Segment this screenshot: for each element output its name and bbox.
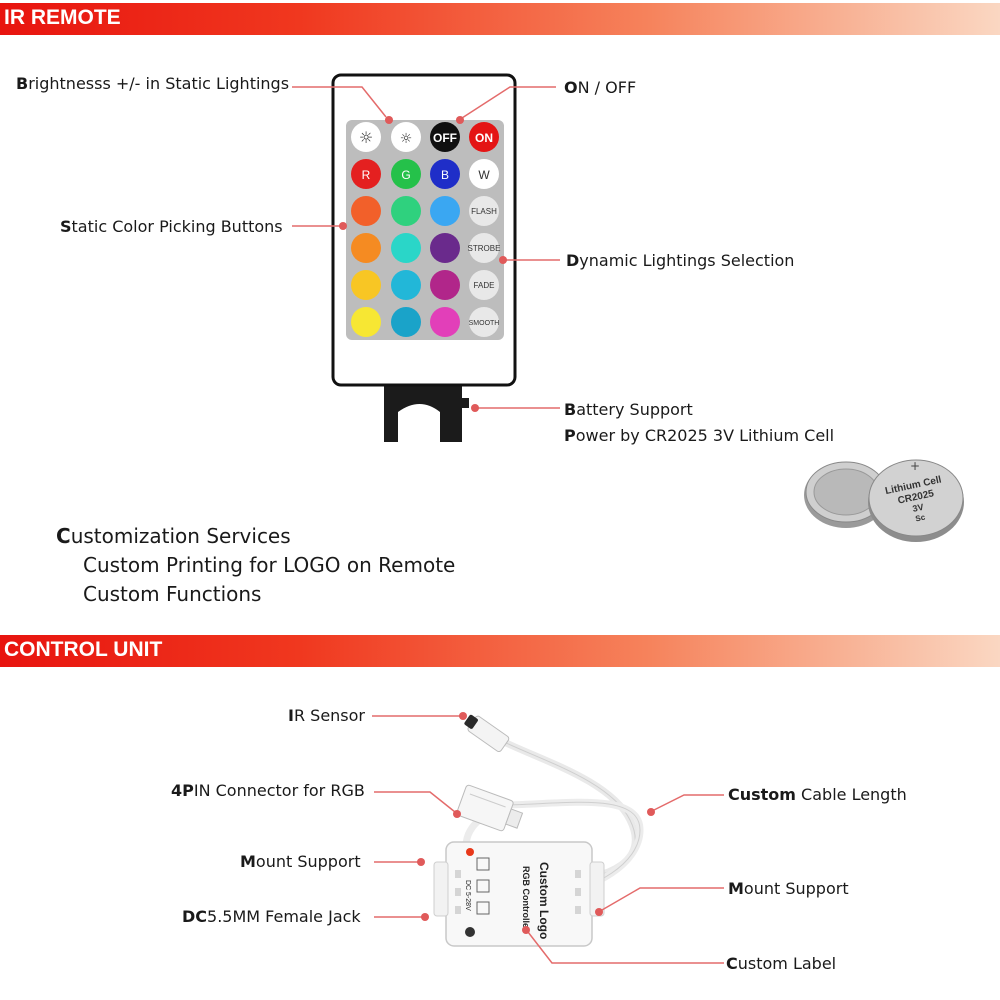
off-button-label: OFF <box>433 131 457 145</box>
strobe-label: STROBE <box>468 244 501 253</box>
brightness-up-button <box>351 122 381 152</box>
flash-label: FLASH <box>471 207 497 216</box>
static-color-buttons <box>351 196 460 337</box>
ir-remote: ☼ ☼ OFF ON R G B W <box>331 73 517 442</box>
brightness-down-button <box>391 122 421 152</box>
static-color-callout: Static Color Picking Buttons <box>60 217 283 236</box>
ir-sensor-head <box>464 714 510 753</box>
coin-battery-illustration: + Lithium Cell CR2025 3V Sc <box>804 459 964 542</box>
customization-title: Customization Services <box>56 524 291 548</box>
ir-remote-banner: IR REMOTE <box>0 3 1000 35</box>
svg-text:☼: ☼ <box>400 131 413 147</box>
blue-button <box>430 159 460 189</box>
battery-support-callout: Battery Support <box>564 400 693 419</box>
svg-text:+: + <box>910 459 920 473</box>
strobe-button <box>469 233 499 263</box>
on-button <box>469 122 499 152</box>
white-button <box>469 159 499 189</box>
led-indicator <box>466 848 474 856</box>
mount-support-left-callout: Mount Support <box>240 852 361 871</box>
battery-power-callout: Power by CR2025 3V Lithium Cell <box>564 426 835 445</box>
section-title-control-unit: CONTROL UNIT <box>4 638 163 661</box>
remote-callout-lines <box>292 86 560 409</box>
control-callout-dots <box>417 712 655 934</box>
dynamic-lighting-callout: Dynamic Lightings Selection <box>566 251 795 270</box>
remote-button-panel <box>346 120 504 340</box>
ir-sensor-callout: IR Sensor <box>288 706 365 725</box>
brightness-callout: Brightnesss +/- in Static Lightings <box>16 74 290 93</box>
dc-jack-callout: DC5.5MM Female Jack <box>182 907 361 926</box>
four-pin-callout: 4PIN Connector for RGB <box>171 781 365 800</box>
dc-jack <box>465 927 475 937</box>
fade-label: FADE <box>474 281 495 290</box>
remote-callout-dots <box>339 116 507 412</box>
controller-name-text: RGB Controller <box>521 866 531 932</box>
svg-text:☼: ☼ <box>359 128 373 147</box>
smooth-label: SMOOTH <box>469 320 500 327</box>
customization-item-functions: Custom Functions <box>83 582 262 606</box>
green-button-label: G <box>401 168 410 182</box>
white-button-label: W <box>478 168 490 182</box>
flash-button <box>469 196 499 226</box>
mount-support-right-callout: Mount Support <box>728 879 849 898</box>
fade-button <box>469 270 499 300</box>
control-unit: Custom Logo RGB Controller DC 5-28V <box>433 714 644 947</box>
custom-label: Custom Logo RGB Controller DC 5-28V <box>464 862 551 939</box>
controller-spec-text: DC 5-28V <box>464 880 471 911</box>
battery-text-line4: Sc <box>915 513 927 524</box>
customization-item-logo: Custom Printing for LOGO on Remote <box>83 553 456 577</box>
battery-text-line3: 3V <box>912 502 925 514</box>
controller-logo-text: Custom Logo <box>537 862 551 939</box>
custom-label-callout: Custom Label <box>726 954 837 973</box>
blue-button-label: B <box>441 168 449 182</box>
off-button <box>430 122 460 152</box>
control-unit-banner: CONTROL UNIT <box>0 635 1000 667</box>
green-button <box>391 159 421 189</box>
four-pin-connector <box>456 784 524 832</box>
red-button-label: R <box>362 168 371 182</box>
cable-length-callout: Custom Cable Length <box>728 785 907 804</box>
battery-holder <box>384 384 462 442</box>
red-button <box>351 159 381 189</box>
control-callout-lines <box>372 715 724 964</box>
smooth-button <box>469 307 499 337</box>
on-button-label: ON <box>475 131 493 145</box>
section-title-ir-remote: IR REMOTE <box>4 6 121 29</box>
on-off-callout: ON / OFF <box>564 78 637 97</box>
